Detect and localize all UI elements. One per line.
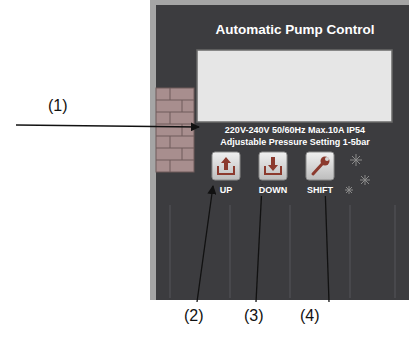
callout-number: (4) [300, 307, 320, 325]
brick-wall [156, 88, 194, 172]
stripe [170, 205, 171, 298]
button-label-box: SHIFT [303, 185, 337, 196]
housing-face [156, 5, 409, 300]
wrench-jaw [325, 157, 329, 161]
snowflake [360, 175, 370, 185]
brick-joint [170, 160, 171, 172]
up-icon-arrow [221, 157, 231, 170]
housing-rim [150, 0, 409, 300]
stripe [350, 205, 351, 298]
down-button [259, 152, 287, 180]
brick-joint [156, 136, 194, 137]
brick-joint [182, 100, 183, 112]
callout-number: (3) [244, 307, 264, 325]
snowflake-decoration [345, 154, 370, 194]
wrench-handle [313, 163, 323, 174]
brick-joint [156, 160, 194, 161]
brick-joint [182, 124, 183, 136]
button-label-box: DOWN [255, 185, 292, 196]
panel-print: Adjustable Pressure Setting 1-5bar [195, 137, 395, 148]
snowflake [350, 154, 362, 166]
button-label: SHIFT [303, 185, 337, 196]
brick-joint [182, 148, 183, 160]
leader-arrow [197, 186, 213, 302]
callout-number: (1) [48, 97, 68, 115]
panel-print: Automatic Pump Control [195, 21, 395, 38]
shift-button [306, 152, 334, 180]
stripe [395, 205, 396, 298]
down-icon-arrow [268, 157, 278, 171]
callout-number: (2) [184, 307, 204, 325]
brick-joint [156, 148, 194, 149]
brick-joint [170, 88, 171, 100]
brick-joint [156, 100, 194, 101]
brick-decoration [156, 88, 194, 172]
display-window [197, 50, 392, 122]
brick-joint [156, 112, 194, 113]
brick-joint [170, 136, 171, 148]
brick-joint [156, 124, 194, 125]
leader-arrow [325, 185, 329, 302]
panel-print: 220V-240V 50/60Hz Max.10A IP54 [195, 125, 395, 136]
snowflake [345, 186, 353, 194]
brick-joint [170, 112, 171, 124]
wrench-head [321, 157, 330, 166]
button-label-box: UP [216, 185, 237, 196]
control-panel: Automatic Pump Control 220V-240V 50/60Hz … [150, 0, 409, 300]
button-label: DOWN [255, 185, 292, 196]
up-button [212, 152, 240, 180]
stripe [290, 205, 291, 298]
leader-arrow [256, 185, 262, 302]
button-label: UP [216, 185, 237, 196]
leader-arrow [16, 125, 199, 127]
stripe [230, 205, 231, 298]
